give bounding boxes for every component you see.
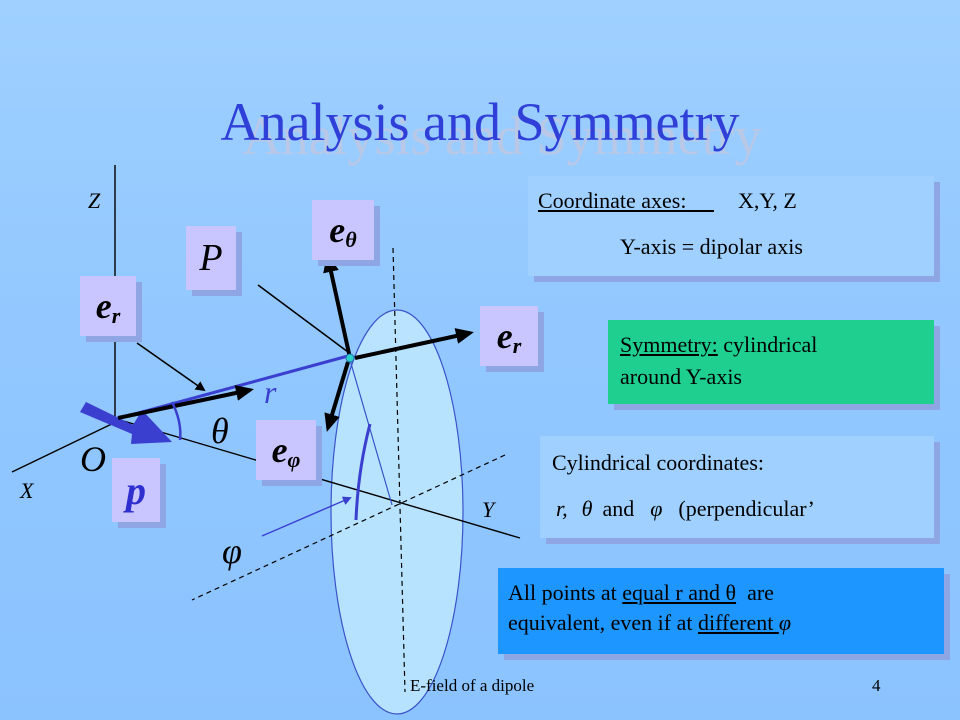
theta-label: θ: [211, 411, 229, 451]
cylindrical-rest: (perpendicular’: [678, 496, 815, 521]
dipole-p-card: p: [112, 458, 160, 522]
e-theta-symbol: e: [329, 210, 346, 250]
y-axis: [119, 419, 521, 539]
e-phi-symbol: e: [271, 430, 288, 470]
z-axis-label: Z: [88, 188, 101, 213]
coordinate-axes-line2: Y-axis = dipolar axis: [620, 234, 803, 259]
dashed-axis-vertical: [392, 247, 406, 693]
equivalence-underline2: different: [697, 610, 779, 635]
radius-projection: [349, 359, 393, 506]
e-theta-arrow: [323, 254, 352, 359]
slide-title: Analysis and Symmetry Analysis and Symme…: [0, 92, 960, 172]
pointer-phi: [261, 496, 352, 537]
y-axis-label: Y: [482, 497, 495, 522]
symmetry-line2: around Y-axis: [620, 364, 742, 389]
origin-label: O: [80, 439, 106, 479]
e-phi-arrow: [324, 361, 350, 432]
point-p-dot: [345, 353, 355, 363]
e-r-right-subscript: r: [512, 333, 522, 358]
cylindrical-and: and: [602, 496, 635, 521]
pointer-er-left: [136, 342, 206, 392]
cylindrical-r: r,: [556, 496, 568, 521]
equivalence-box: All points at equal r and θ are equivale…: [498, 568, 944, 654]
coordinate-axes-label: Coordinate axes:: [538, 188, 687, 213]
point-P-card: P: [186, 226, 236, 290]
coordinate-axes-spacer: [686, 188, 714, 213]
cylindrical-theta: θ: [581, 496, 593, 521]
e-r-left-subscript: r: [111, 303, 121, 328]
equivalence-line1: All points at equal r and θ are: [508, 578, 774, 608]
cylindrical-line1: Cylindrical coordinates:: [552, 450, 764, 475]
symmetry-box: Symmetry: cylindrical around Y-axis: [608, 320, 934, 404]
er-arrow-origin: [117, 385, 254, 420]
symmetry-value: cylindrical: [717, 332, 818, 357]
equivalence-text1: All points at: [508, 580, 623, 605]
r-label: r: [264, 374, 277, 410]
pointer-P: [257, 284, 349, 353]
phi-arc: [354, 423, 372, 521]
equivalence-text3: equivalent, even if at: [508, 610, 698, 635]
cylindrical-phi: φ: [650, 496, 663, 521]
equivalence-line2: equivalent, even if at different φ: [508, 608, 791, 638]
phi-circle: [330, 309, 464, 715]
page-number: 4: [872, 676, 881, 695]
title-shadow: Analysis and Symmetry: [242, 106, 762, 166]
e-r-right-symbol: e: [496, 316, 513, 356]
x-axis-label: X: [20, 478, 34, 503]
x-axis: [11, 419, 121, 473]
e-r-left-symbol: e: [95, 286, 112, 326]
e-r-arrow: [354, 328, 474, 360]
dashed-line-diagonal: [191, 454, 506, 601]
e-theta-subscript: θ: [345, 227, 357, 252]
coordinate-axes-box: Coordinate axes: X,Y, Z Y-axis = dipolar…: [528, 176, 934, 276]
symmetry-line1: Symmetry: cylindrical: [620, 330, 817, 360]
dipole-p-symbol: p: [126, 467, 146, 513]
theta-arc: [170, 401, 182, 441]
dipole-arrow: [80, 402, 172, 444]
equivalence-phi: φ: [778, 610, 791, 635]
symmetry-label: Symmetry:: [620, 332, 718, 357]
equivalence-text2: are: [736, 580, 774, 605]
title-text: Analysis and Symmetry: [220, 92, 740, 152]
coordinate-axes-line1: Coordinate axes: X,Y, Z: [538, 186, 797, 216]
point-P-symbol: P: [199, 237, 223, 279]
e-phi-subscript: φ: [287, 447, 301, 472]
coordinate-axes-value: X,Y, Z: [737, 188, 797, 213]
phi-label: φ: [222, 531, 242, 571]
footer-text: E-field of a dipole: [410, 676, 535, 695]
equivalence-underline1: equal r and θ: [622, 580, 737, 605]
